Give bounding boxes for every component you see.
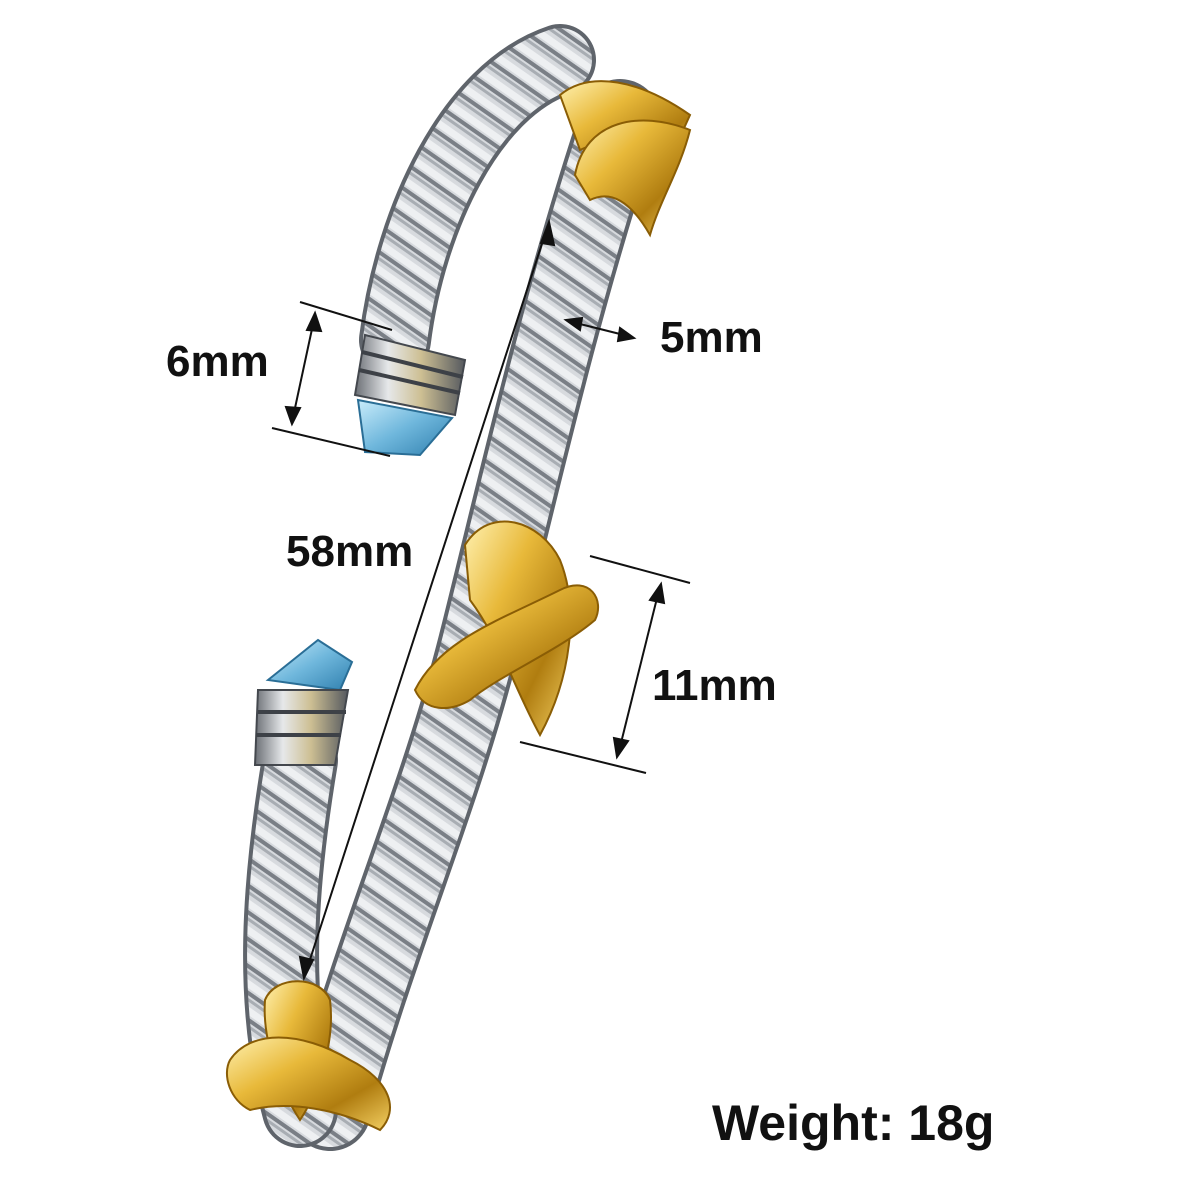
blue-gem-icon [356, 398, 454, 457]
x-accent-icon [225, 980, 391, 1132]
cable-thickness-label: 5mm [660, 313, 763, 362]
end-cap-diameter-label: 6mm [166, 337, 269, 386]
weight-label: Weight: 18g [712, 1095, 995, 1151]
end-cap-lower [253, 638, 354, 766]
blue-gem-icon [265, 638, 354, 692]
x-accent-icon [558, 80, 692, 238]
dimension-lines [271, 218, 691, 982]
x-accent-width-label: 11mm [652, 661, 777, 710]
x-accent-icon [413, 520, 600, 738]
end-cap-upper [353, 333, 467, 457]
bracelet-cable [243, 24, 661, 1151]
opening-length-label: 58mm [286, 527, 414, 576]
